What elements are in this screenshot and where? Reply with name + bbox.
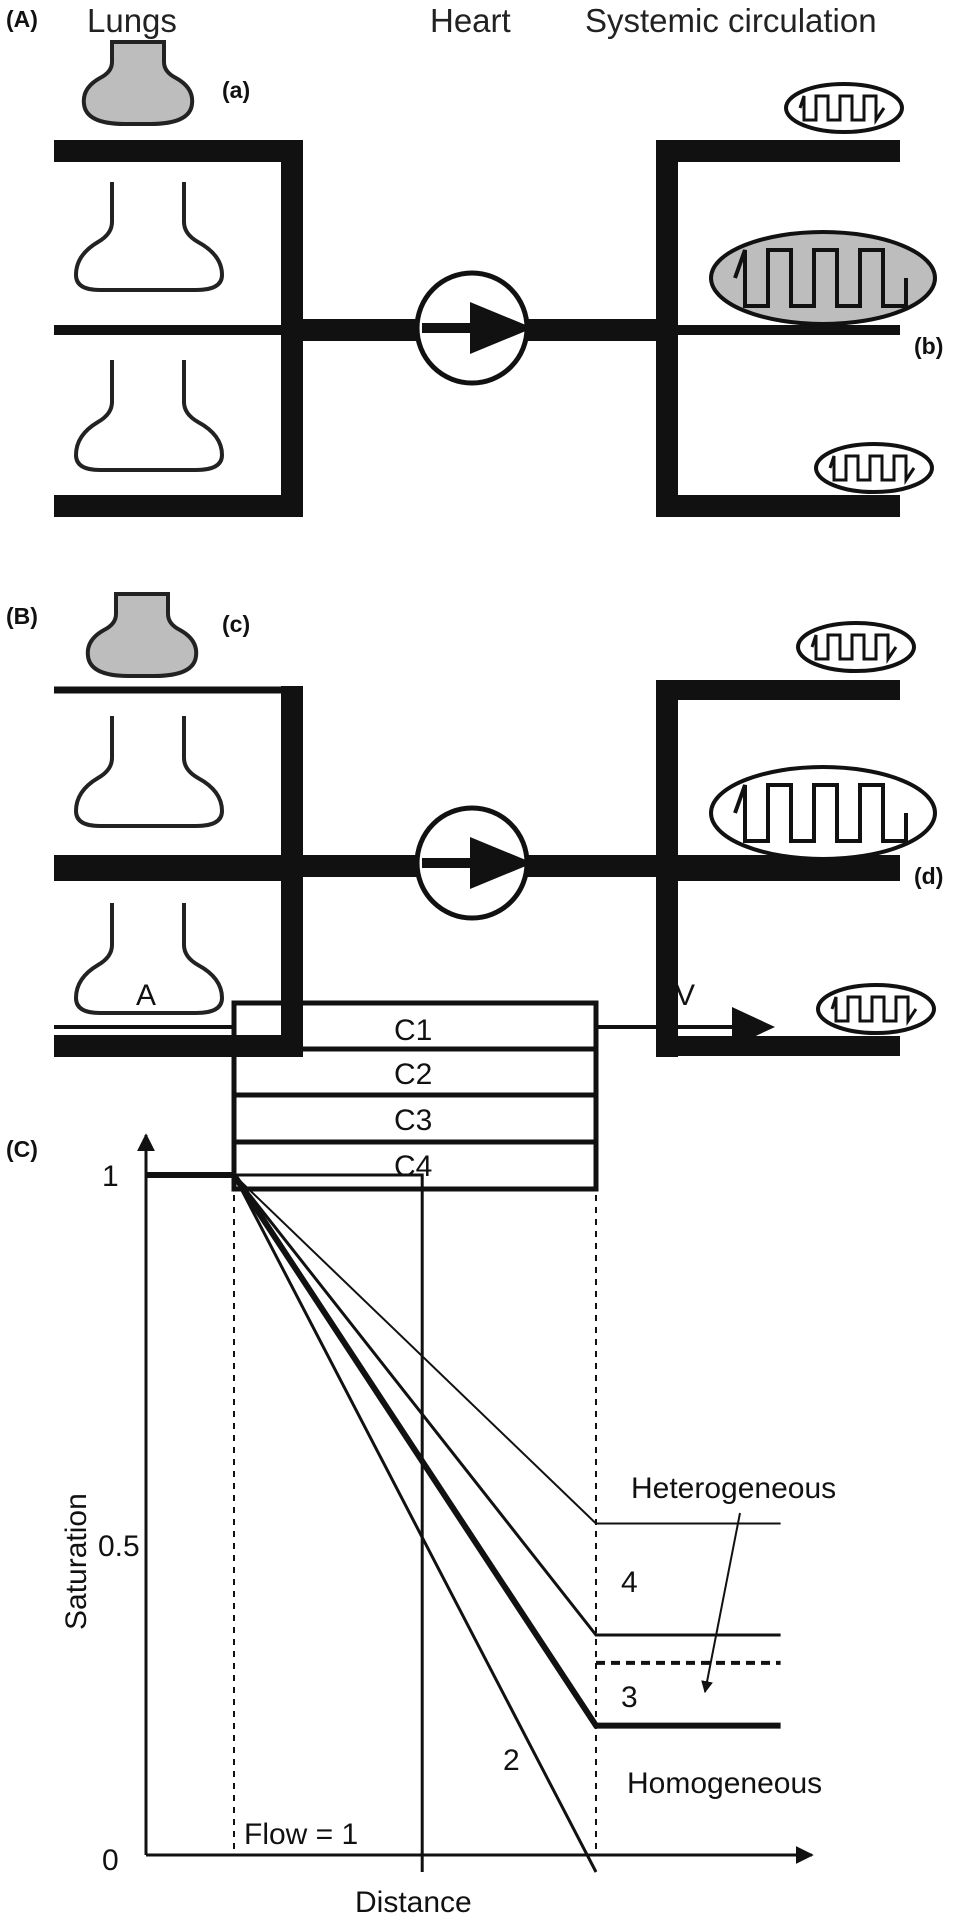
series-3-label: 3	[621, 1681, 638, 1714]
heart-arrow-icon	[470, 837, 533, 889]
homogeneous-label: Homogeneous	[627, 1767, 822, 1800]
ytick-0.5: 0.5	[98, 1530, 140, 1563]
capillary-c4-label: C4	[394, 1150, 432, 1183]
mitochondrion-small-top-icon	[784, 82, 904, 134]
alveolus-upper-icon	[73, 716, 225, 828]
panel-c-tag: (C)	[6, 1136, 38, 1162]
vein-arrow-icon	[732, 1007, 775, 1047]
heterogeneous-label: Heterogeneous	[631, 1472, 836, 1505]
alveolus-lower-icon	[73, 903, 225, 1015]
heterogeneous-pointer-arrow	[701, 1512, 741, 1694]
capillary-c2-label: C2	[394, 1058, 432, 1091]
panel-b: (B) (c)	[6, 592, 943, 1057]
panel-b-tag: (B)	[6, 603, 38, 629]
mitochondrion-small-top-icon	[796, 621, 916, 673]
lungs-header: Lungs	[87, 2, 177, 39]
ytick-0: 0	[102, 1844, 119, 1877]
systemic-circulation-header: Systemic circulation	[585, 2, 877, 39]
alveolus-shaded-icon	[85, 592, 199, 678]
mitochondrion-large-icon	[709, 765, 937, 861]
series-line-4	[233, 1174, 781, 1525]
label-a: (a)	[222, 77, 250, 103]
series-line-3	[232, 1174, 781, 1637]
vein-label: V	[675, 979, 695, 1012]
label-b: (b)	[914, 333, 943, 359]
x-axis-label: Distance	[355, 1886, 472, 1919]
alveolus-lower-icon	[73, 360, 225, 472]
capillary-c3-label: C3	[394, 1104, 432, 1137]
mitochondrion-small-bottom-icon	[816, 983, 936, 1035]
artery-label: A	[136, 979, 156, 1012]
flow-label: Flow = 1	[244, 1818, 358, 1851]
mitochondrion-large-shaded-icon	[709, 230, 937, 326]
panel-a-tag: (A)	[6, 6, 38, 32]
systemic-manifold	[656, 140, 900, 517]
alveolus-upper-icon	[73, 182, 225, 292]
label-c: (c)	[222, 611, 250, 637]
label-d: (d)	[914, 863, 943, 889]
panel-a: (A) Lungs Heart Systemic circulation (a)	[6, 2, 943, 517]
series-line-2	[232, 1174, 598, 1873]
capillary-bundle	[231, 1000, 599, 1192]
mitochondrion-small-bottom-icon	[814, 442, 934, 494]
ytick-1: 1	[102, 1160, 119, 1193]
heart-arrow-icon	[470, 302, 533, 354]
alveolus-shaded-icon	[81, 40, 195, 126]
series-2-label: 2	[503, 1744, 520, 1777]
series-line-flow-1	[234, 1173, 424, 1872]
capillary-c1-label: C1	[394, 1014, 432, 1047]
series-line-homogeneous	[231, 1173, 781, 1729]
systemic-manifold-b	[656, 680, 900, 1057]
heart-header: Heart	[430, 2, 511, 39]
y-axis-label: Saturation	[60, 1493, 93, 1630]
lung-manifold	[54, 140, 303, 517]
series-4-label: 4	[621, 1566, 638, 1599]
